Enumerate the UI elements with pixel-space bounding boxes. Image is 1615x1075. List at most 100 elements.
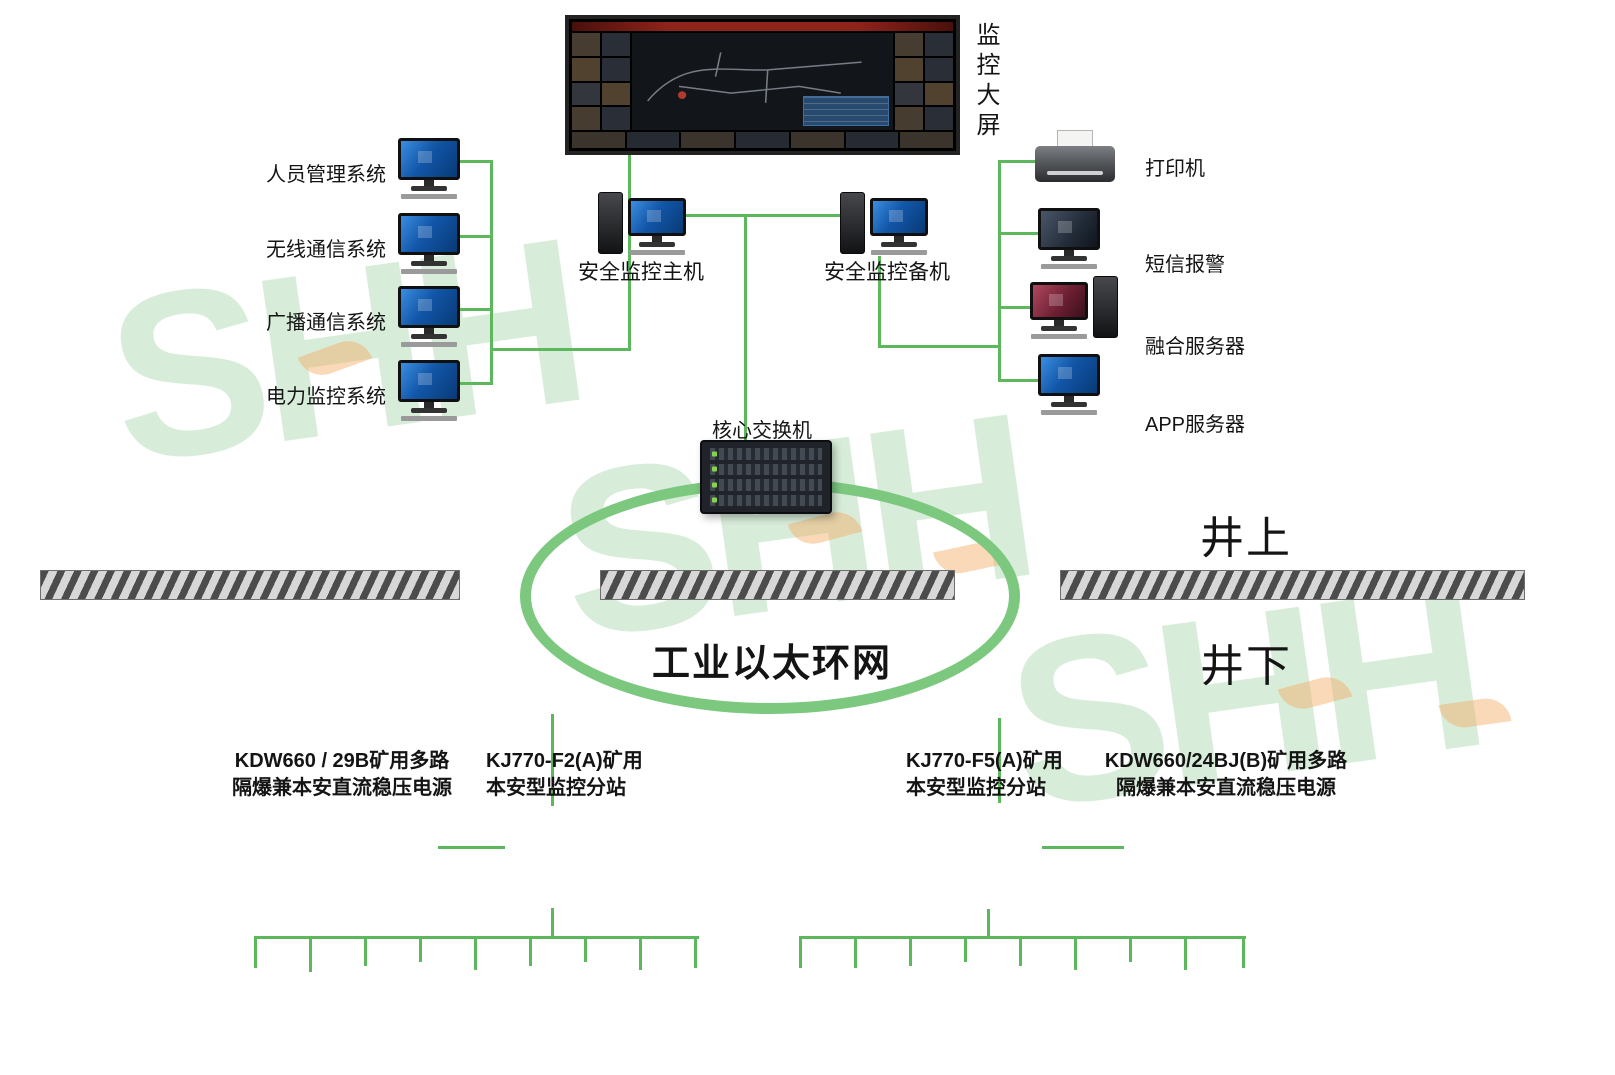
label-safety-monitor-backup: 安全监控备机 [824, 261, 950, 284]
label-personnel-system: 人员管理系统 [266, 164, 386, 186]
connection-line [878, 256, 881, 348]
connection-line [998, 306, 1034, 309]
connection-line [1019, 936, 1022, 966]
label-app-server: APP服务器 [1145, 414, 1246, 436]
label-fusion-server: 融合服务器 [1145, 336, 1245, 358]
label-power-supply-right: KDW660/24BJ(B)矿用多路 隔爆兼本安直流稳压电源 [1104, 750, 1348, 799]
connection-line [998, 160, 1001, 382]
label-sms-alarm: 短信报警 [1145, 254, 1225, 276]
label-underground: 井下 [1200, 642, 1292, 691]
fusion-server-icon [1030, 276, 1118, 339]
connection-line [460, 160, 490, 163]
connection-line [909, 936, 912, 966]
app-server-monitor-icon [1038, 354, 1100, 415]
wall-banner [572, 22, 953, 31]
connection-line [551, 908, 554, 936]
sensor-device [0, 860, 37, 924]
label-power-supply-left: KDW660 / 29B矿用多路 隔爆兼本安直流稳压电源 [232, 750, 452, 799]
connection-line [987, 909, 990, 936]
connection-line [490, 160, 493, 385]
sensor-device [0, 660, 46, 706]
video-thumbnails-bottom [572, 132, 954, 148]
connection-line [1129, 936, 1132, 962]
sensor-device [0, 976, 37, 1030]
ground-hatch-bar [1060, 570, 1525, 600]
wall-data-table [803, 96, 889, 126]
sensor-device [0, 760, 38, 818]
connection-line [460, 308, 490, 311]
connection-line [584, 936, 587, 962]
sensor-device [0, 150, 44, 226]
power-supply-right-device [0, 74, 112, 150]
video-thumbnails-right [895, 33, 953, 130]
connection-line [460, 235, 490, 238]
connection-line [878, 345, 1000, 348]
connection-line [1242, 936, 1245, 968]
label-safety-monitor-host: 安全监控主机 [578, 261, 704, 284]
connection-line [419, 936, 422, 962]
label-ring-network: 工业以太环网 [652, 643, 893, 685]
pc-tower-icon [598, 192, 623, 254]
monitor-icon [398, 286, 460, 347]
sensor-device [0, 378, 37, 442]
connection-line [1042, 846, 1124, 849]
connection-line [998, 379, 1042, 382]
sensor-device [0, 336, 31, 378]
sensor-device [0, 706, 44, 760]
sensor-device [0, 284, 45, 336]
label-station-left: KJ770-F2(A)矿用 本安型监控分站 [486, 750, 643, 799]
core-switch-device [700, 440, 832, 514]
label-surface: 井上 [1200, 514, 1292, 563]
pc-tower-icon [840, 192, 865, 254]
connection-line [964, 936, 967, 962]
mine-map-view [632, 33, 893, 130]
label-broadcast-comm-system: 广播通信系统 [266, 312, 386, 334]
ground-hatch-bar [40, 570, 460, 600]
sms-alarm-monitor-icon [1038, 208, 1100, 269]
label-wireless-comm-system: 无线通信系统 [266, 239, 386, 261]
sensor-device [0, 226, 38, 284]
connection-line [490, 348, 630, 351]
monitoring-wall-screen [565, 15, 960, 155]
connection-line [854, 936, 857, 968]
connection-line [254, 936, 257, 968]
monitor-icon [398, 138, 460, 199]
sensor-device [0, 1030, 40, 1075]
connection-line [1074, 936, 1077, 970]
label-core-switch: 核心交换机 [712, 420, 812, 442]
connection-line [460, 382, 490, 385]
connection-line [639, 936, 642, 970]
video-thumbnails-left [572, 33, 630, 130]
ground-hatch-bar [600, 570, 955, 600]
connection-line [309, 936, 312, 972]
connection-line [998, 232, 1042, 235]
backup-computer-icon [840, 192, 928, 255]
connection-line [799, 936, 802, 968]
label-station-right: KJ770-F5(A)矿用 本安型监控分站 [906, 750, 1063, 799]
sensor-device [0, 610, 39, 660]
monitoring-wall-label: 监控大屏 [972, 22, 999, 142]
connection-line [551, 714, 554, 806]
connection-line [686, 214, 842, 217]
connection-line [474, 936, 477, 970]
label-power-monitoring-system: 电力监控系统 [266, 386, 386, 408]
connection-line [998, 160, 1038, 163]
connection-line [438, 846, 505, 849]
printer-body [1035, 146, 1115, 182]
printer-icon [1035, 130, 1115, 182]
connection-line [799, 936, 1246, 939]
pc-tower-icon [1093, 276, 1118, 338]
sensor-device [0, 548, 40, 610]
monitor-icon [398, 213, 460, 274]
monitor-icon [398, 360, 460, 421]
sensor-device [0, 924, 40, 976]
sensor-device [0, 496, 40, 548]
connection-line [529, 936, 532, 966]
connection-line [744, 214, 747, 440]
connection-line [694, 936, 697, 968]
label-printer: 打印机 [1145, 158, 1205, 180]
connection-line [364, 936, 367, 966]
sensor-device [0, 442, 37, 496]
connection-line [998, 718, 1001, 803]
